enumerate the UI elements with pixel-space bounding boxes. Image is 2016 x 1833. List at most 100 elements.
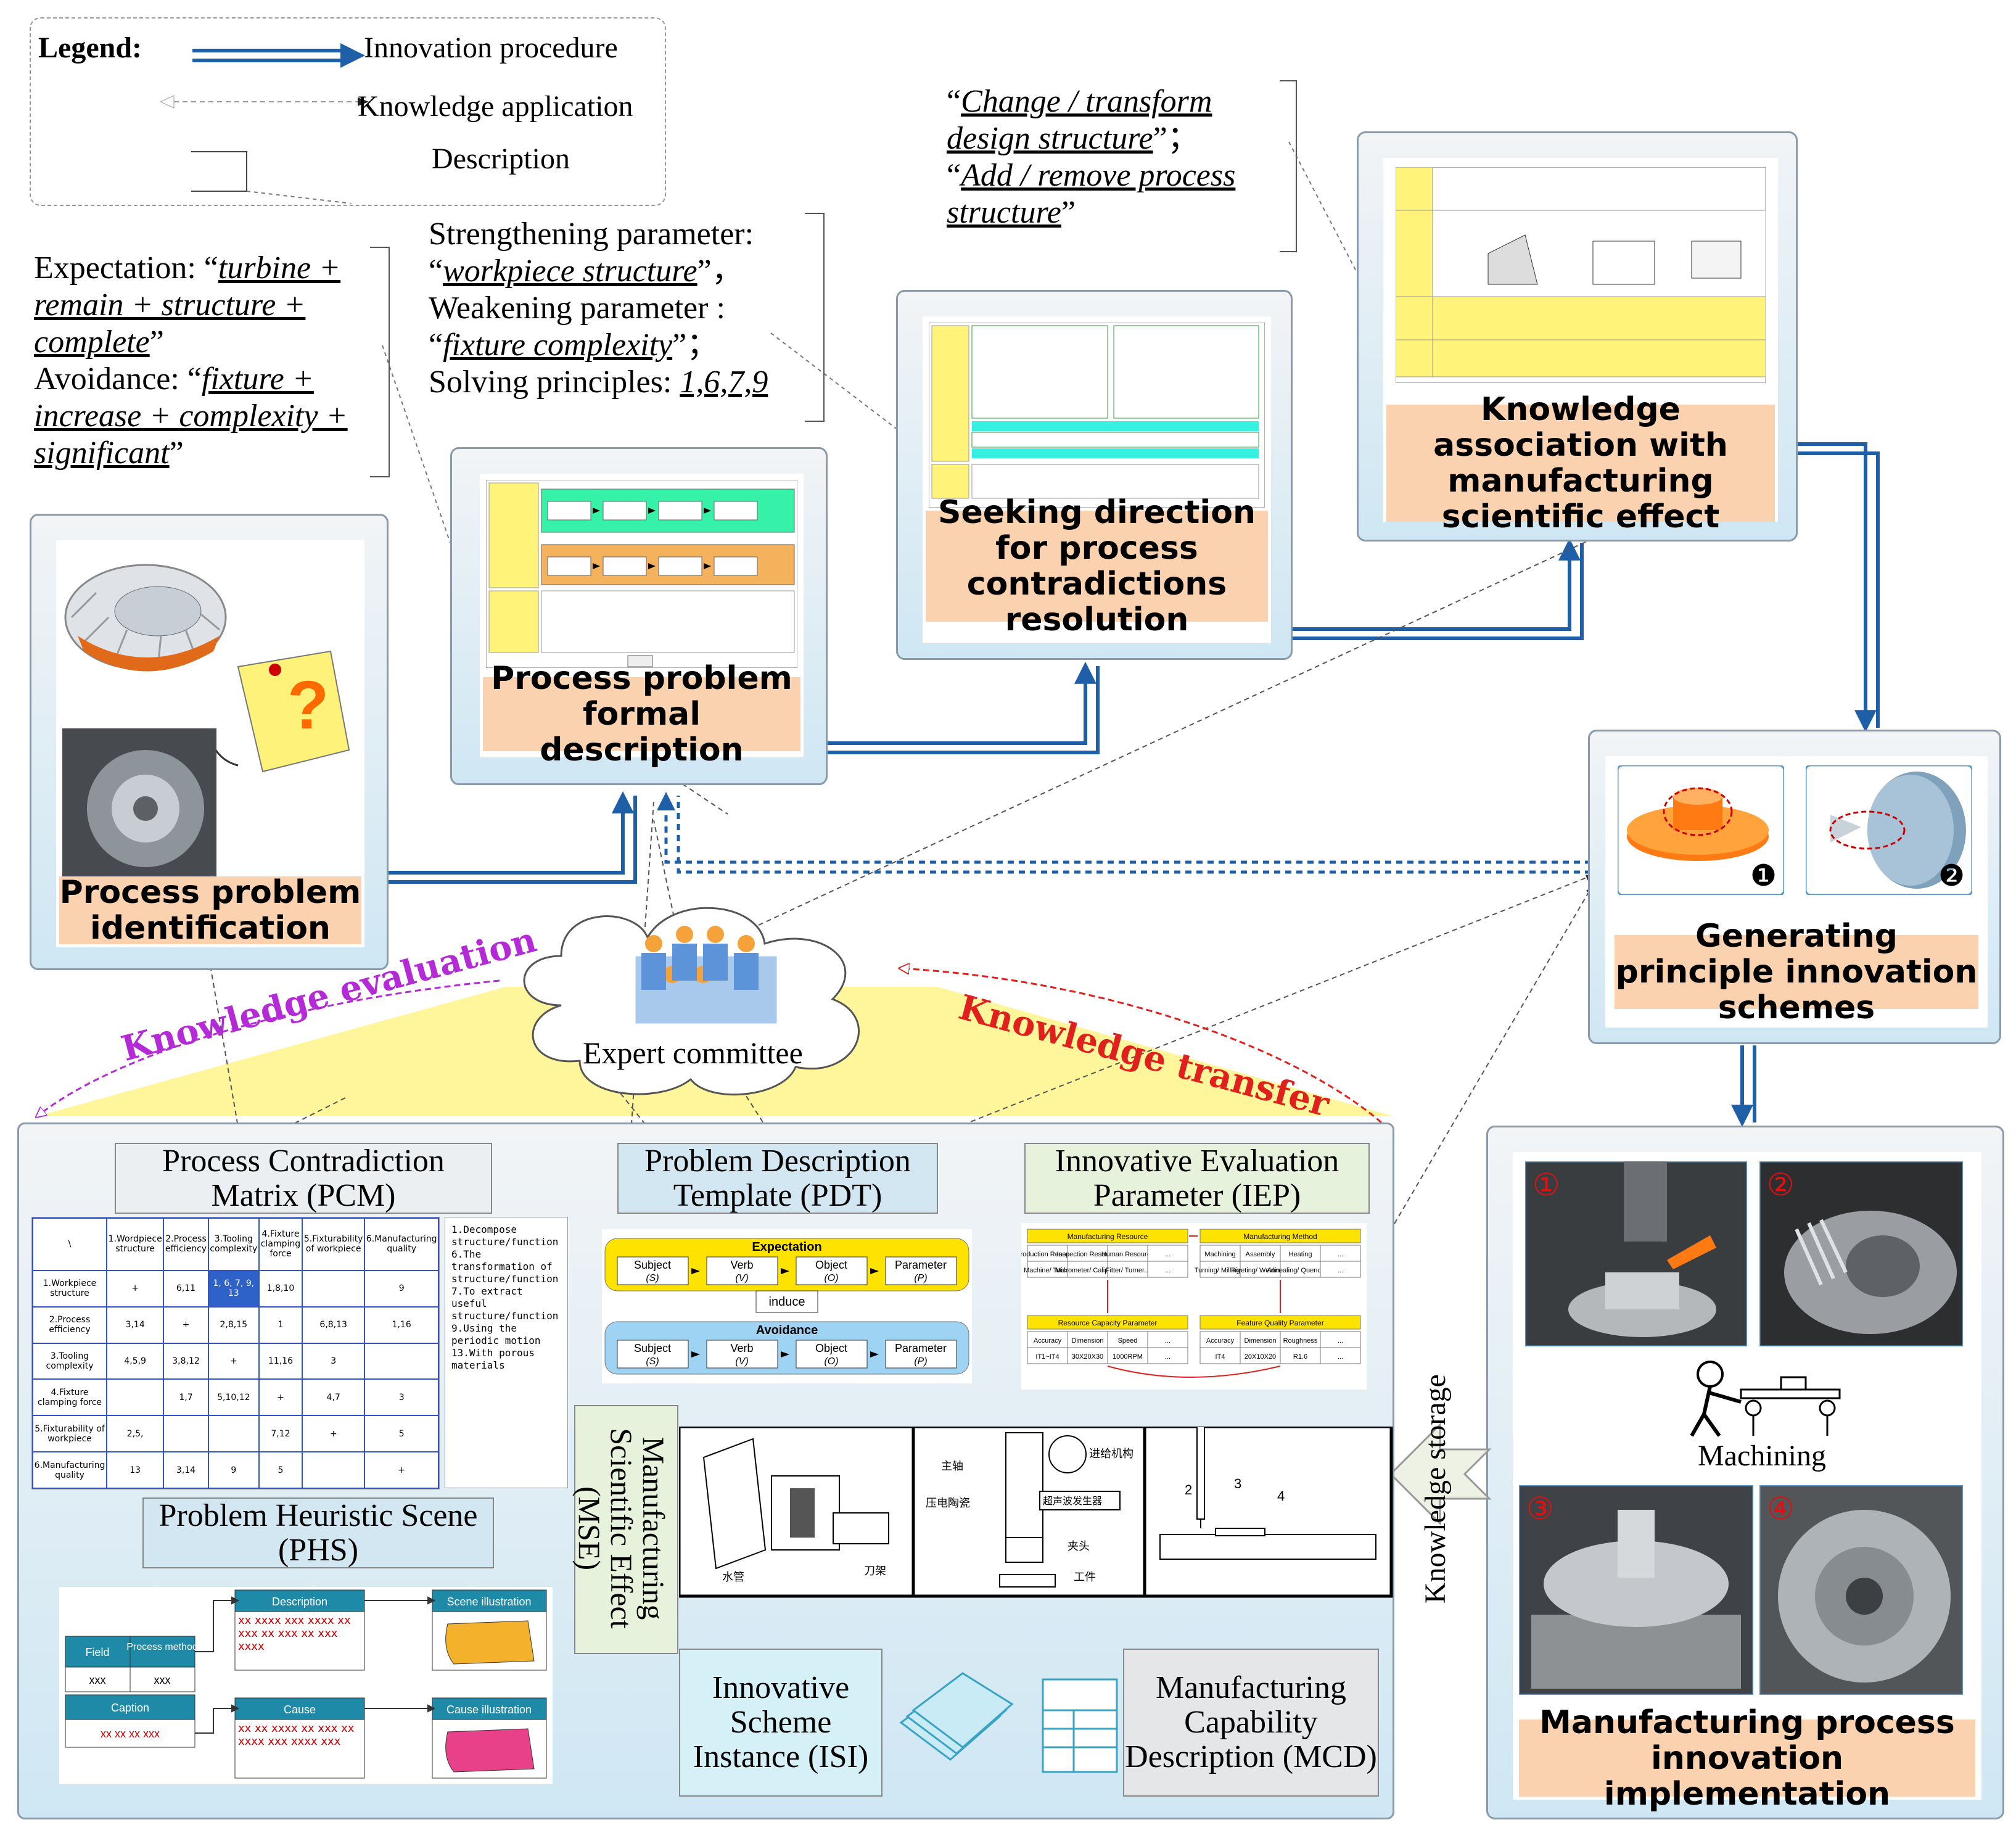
phs-description: Description [272,1596,327,1608]
scheme-1-image: ❶ [1618,765,1784,895]
iep-cell [1199,1229,1361,1243]
pcm-cell: 5.Fixturability of workpiece [31,1415,108,1453]
implementation-panel: ① ② Machining ③ [1486,1126,2004,1819]
iep-cell [1147,1261,1188,1278]
strengthening-label: Strengthening parameter: [429,216,754,252]
photo-4-number: ④ [1767,1491,1795,1526]
iep-cell [1240,1245,1281,1262]
iep-text: IT1~IT4 [1035,1353,1059,1361]
mse-clamp: 夹头 [1068,1540,1090,1552]
mse-n2: 2 [1185,1482,1192,1497]
legend-description-label: Description [432,142,570,175]
mse-water: 水管 [722,1571,744,1583]
pcm-principle-item: 6.The transformation of structure/functi… [451,1248,559,1285]
seeking-panel: Seeking direction for process contradict… [896,290,1293,660]
pcm-cell: 5 [258,1451,303,1489]
pdt-cell-label: Object [815,1342,847,1354]
iep-cell [1320,1261,1361,1278]
machining-photo-2: ② [1759,1161,1963,1346]
machining-photo-1: ① [1525,1161,1747,1346]
expectation-bracket [370,247,390,477]
pcm-cell: + [302,1415,366,1453]
phs-desc-text: xx xxxx xxx xxxx xx xxx xx xxx xx xxx xx… [238,1614,351,1653]
pcm-header-cell: 4.Fixture clamping force [258,1217,303,1271]
pcm-cell: 2,8,15 [207,1306,260,1344]
iep-text: Manufacturing Resource [1068,1232,1148,1241]
iep-cell [1027,1315,1188,1330]
weakening-value: fixture complexity [443,327,673,363]
phs-label: Problem Heuristic Scene (PHS) [142,1497,494,1568]
pcm-cell [163,1415,209,1453]
photo-3-number: ③ [1526,1491,1554,1526]
turbine-and-note-image: ? [62,564,350,889]
iep-text: Turning/ Milling... [1195,1267,1246,1274]
iep-text: Machining [1204,1251,1235,1258]
iep-text: ... [1338,1353,1343,1361]
expert-cloud [523,907,860,1096]
iep-text: Riveting/ Welding... [1231,1267,1290,1274]
description-leaders [382,141,1367,543]
innovation-legend-arrow [192,43,365,68]
mse-n3: 3 [1234,1476,1241,1491]
machining-label: Machining [1698,1440,1826,1472]
iep-cell [1067,1245,1108,1262]
pdt-avoidance: Avoidance [756,1324,818,1337]
pcm-cell [106,1378,165,1417]
iep-cell [1107,1331,1148,1348]
pcm-cell: 3,8,12 [163,1342,209,1380]
parameter-bracket [805,213,825,422]
pcm-cell: + [258,1378,303,1417]
generating-label: Generating principle innovation schemes [1615,918,1978,1026]
pcm-cell [207,1415,260,1453]
iep-text: Assembly [1246,1251,1275,1258]
pdt-cell [706,1340,778,1369]
mse-images: 水管 刀架 主轴 压电陶瓷 进给机构 超声波发生器 夹头 工件 2 3 4 [679,1427,1393,1598]
change-value: Change / transform design structure [947,84,1212,156]
iep-text: ... [1165,1337,1171,1345]
iep-cell [1147,1347,1188,1364]
pcm-cell: 1,7 [163,1378,209,1417]
scheme-2-number: ❷ [1938,860,1965,892]
pcm-principle-item: 1.Decompose structure/function [451,1224,559,1248]
mse-spindle: 主轴 [941,1460,963,1472]
identification-screen: ? Process problem identification [56,540,364,947]
iep-text: ... [1338,1251,1343,1258]
pcm-principle-item: 7.To extract useful structure/function [451,1285,559,1322]
pcm-cell: 5,10,12 [207,1378,260,1417]
identification-panel: ? Process problem identification [30,514,389,970]
scheme-2-image: ❷ [1806,765,1972,895]
pdt-cell-symbol: (S) [646,1273,659,1283]
pcm-cell: 4,5,9 [106,1342,165,1380]
association-panel: Knowledge association with manufacturing… [1357,131,1798,542]
iep-cell [1107,1261,1148,1278]
pcm-cell: 4.Fixture clamping force [31,1378,108,1417]
pcm-cell: 3 [364,1378,439,1417]
iep-text: 1000RPM [1113,1353,1143,1361]
mse-label-box [574,1405,678,1654]
phs-field: Field [85,1646,109,1658]
pcm-cell: 1,8,10 [258,1269,303,1308]
iep-cell [1027,1229,1188,1243]
phs-diagram: Field Process method xxx xxx Caption xx … [59,1587,553,1784]
association-screen: Knowledge association with manufacturing… [1383,158,1778,535]
expectation-note: Expectation: “turbine + remain + structu… [34,250,348,471]
phs-caption-value: xx xx xx xxx [101,1728,160,1740]
pdt-cell-symbol: (P) [914,1273,927,1283]
pcm-cell: 6.Manufacturing quality [31,1451,108,1489]
pdt-arrow [691,1268,700,1274]
iep-text: ... [1338,1337,1343,1345]
iep-text: Speed [1118,1337,1138,1345]
phs-cause-text: xx xx xxxx xx xxx xx xxxx xxx xxxx xxx [238,1722,355,1748]
parameter-note: Strengthening parameter: “workpiece stru… [429,216,823,401]
innovation-arrows [389,442,1880,1127]
pdt-cell-symbol: (O) [824,1356,838,1367]
iep-text: Fitter/ Turner... [1106,1267,1150,1274]
iep-cell [1280,1331,1321,1348]
knowledge-base-panel: Process Contradiction Matrix (PCM) \1.Wo… [17,1122,1394,1819]
scheme-1-number: ❶ [1750,860,1777,892]
association-form-mock [1396,167,1766,383]
pcm-cell: 3.Tooling complexity [31,1342,108,1380]
iep-text: Micrometer/ Caliper... [1055,1267,1120,1274]
pdt-arrow [870,1351,879,1357]
